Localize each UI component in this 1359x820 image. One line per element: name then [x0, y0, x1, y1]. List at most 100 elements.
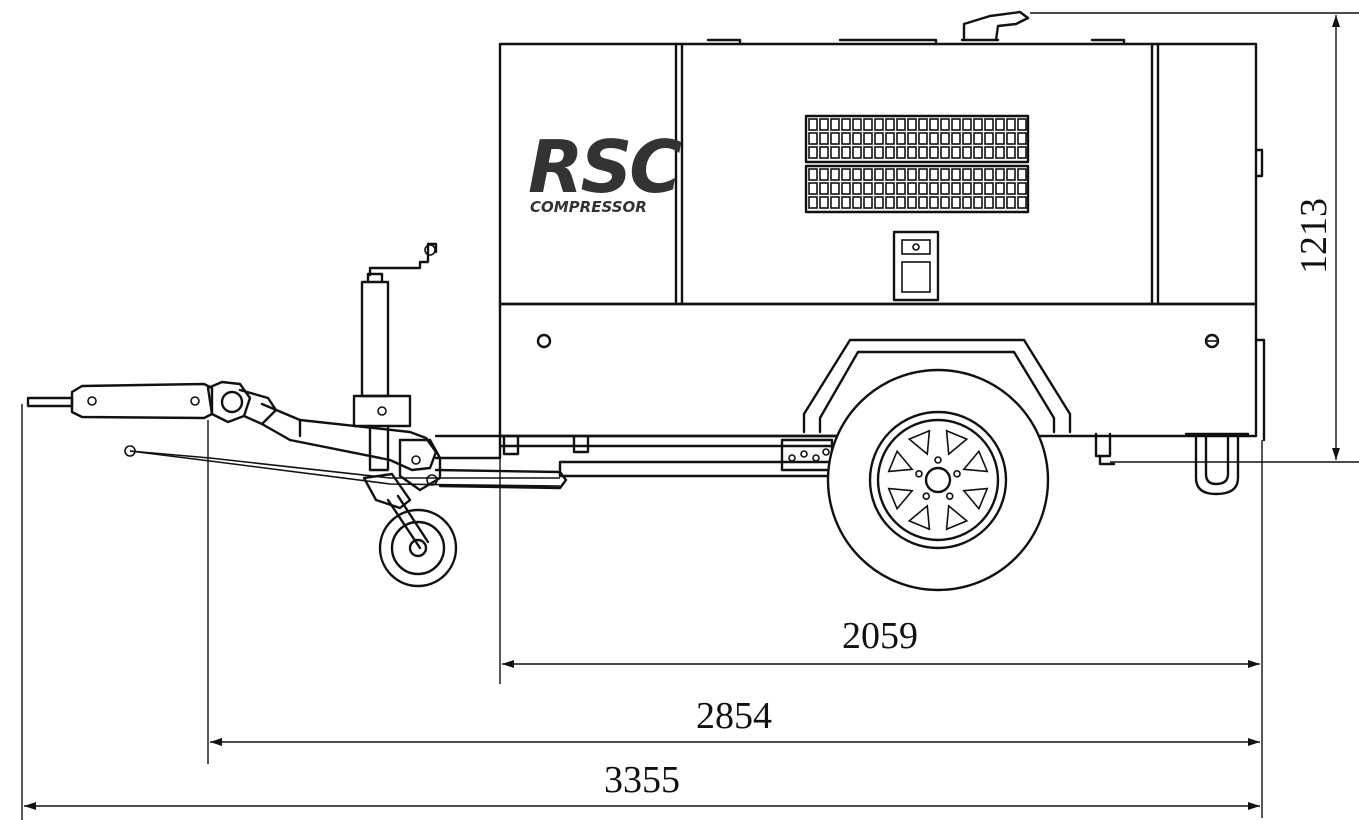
louver-slot: [940, 118, 950, 131]
louver-slot: [841, 182, 851, 195]
louver-slot: [962, 146, 972, 159]
louver-slot: [808, 168, 818, 181]
louver-slot: [918, 168, 928, 181]
louver-slot: [951, 118, 961, 131]
louver-slot: [885, 132, 895, 145]
louver-slot: [951, 182, 961, 195]
road-wheel: [826, 368, 1050, 592]
louver-slot: [841, 196, 851, 209]
axle-to-hitch-dimension-label: 2854: [696, 695, 772, 737]
door-handle[interactable]: [892, 230, 940, 302]
louver-slot: [907, 146, 917, 159]
louver-slot: [1006, 118, 1016, 131]
louver-slot: [874, 196, 884, 209]
louver-slot: [995, 146, 1005, 159]
louver-slot: [951, 132, 961, 145]
louver-slot: [940, 196, 950, 209]
louver-slot: [874, 132, 884, 145]
louver-slot: [896, 118, 906, 131]
louver-slot: [863, 146, 873, 159]
rim-cutout: [907, 504, 931, 531]
wheel-bolt: [915, 470, 923, 478]
louver-slot: [940, 182, 950, 195]
louver-slot: [929, 168, 939, 181]
louver-slot: [984, 182, 994, 195]
louver-slot: [830, 132, 840, 145]
louver-slot: [819, 118, 829, 131]
louver-slot: [819, 132, 829, 145]
louver-slot: [885, 182, 895, 195]
louver-slot: [984, 168, 994, 181]
rim-cutout: [962, 487, 989, 511]
louver-slot: [841, 146, 851, 159]
louver-slot: [984, 118, 994, 131]
rear-towing-eye: [1184, 432, 1250, 496]
louver-slot: [1017, 132, 1027, 145]
louver-slot: [852, 182, 862, 195]
louver-slot: [830, 118, 840, 131]
louver-slot: [995, 196, 1005, 209]
louver-slot: [819, 196, 829, 209]
louver-slot: [808, 132, 818, 145]
louver-slot: [918, 118, 928, 131]
wheel-bolt: [922, 492, 931, 500]
rim-cutout: [962, 449, 989, 473]
louver-slot: [1006, 146, 1016, 159]
louver-slot: [962, 168, 972, 181]
louver-slot: [918, 132, 928, 145]
louver-slot: [863, 196, 873, 209]
louver-slot: [863, 118, 873, 131]
louver-slot: [841, 118, 851, 131]
louver-slot: [995, 168, 1005, 181]
louver-slot: [808, 182, 818, 195]
louver-slot: [951, 196, 961, 209]
dimension-lines: [21, 12, 1359, 820]
louver-slot: [830, 146, 840, 159]
louver-slot: [896, 146, 906, 159]
rim-cutout: [945, 429, 969, 456]
louver-slot: [929, 146, 939, 159]
louver-slot: [1006, 182, 1016, 195]
louver-slot: [885, 196, 895, 209]
louver-slot: [1006, 196, 1016, 209]
louver-slot: [874, 146, 884, 159]
louver-slot: [852, 168, 862, 181]
louver-slot: [907, 168, 917, 181]
louver-slot: [885, 118, 895, 131]
louver-slot: [863, 168, 873, 181]
louver-slot: [1017, 196, 1027, 209]
rim-cutout: [907, 429, 931, 456]
louver-slot: [995, 118, 1005, 131]
louver-slot: [863, 132, 873, 145]
louver-slot: [918, 182, 928, 195]
louver-slot: [962, 118, 972, 131]
louver-slot: [940, 132, 950, 145]
louver-slot: [896, 168, 906, 181]
louver-slot: [808, 146, 818, 159]
louver-slot: [929, 182, 939, 195]
louver-slot: [874, 182, 884, 195]
rim-cutout: [945, 504, 969, 531]
louver-slot: [962, 132, 972, 145]
logo-text: RSC: [528, 125, 682, 209]
louver-slot: [984, 132, 994, 145]
louver-slot: [1017, 168, 1027, 181]
louver-slot: [907, 182, 917, 195]
louver-slot: [819, 168, 829, 181]
louver-slot: [973, 196, 983, 209]
louver-slot: [1017, 118, 1027, 131]
louver-slot: [874, 118, 884, 131]
louver-slot: [984, 196, 994, 209]
louver-slot: [962, 182, 972, 195]
ventilation-louvers: [804, 114, 1030, 214]
enclosure: [498, 10, 1266, 442]
louver-slot: [962, 196, 972, 209]
louver-slot: [973, 168, 983, 181]
brand-logo: RSC COMPRESSOR: [528, 125, 685, 216]
louver-slot: [819, 182, 829, 195]
louver-slot: [841, 132, 851, 145]
louver-slot: [808, 196, 818, 209]
louver-slot: [874, 168, 884, 181]
louver-slot: [907, 118, 917, 131]
